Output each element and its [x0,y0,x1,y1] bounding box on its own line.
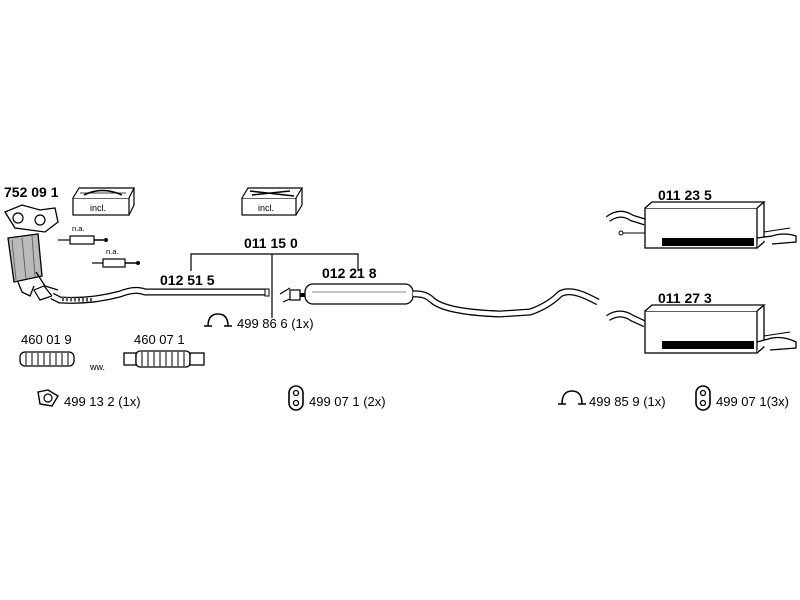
incl-box-middle [241,187,304,216]
hanger-center-label: 499 07 1 (2x) [309,394,386,409]
rear-silencer-b-label: 011 27 3 [658,290,712,306]
incl-label-left: incl. [90,203,106,213]
rear-silencer-a-label: 011 23 5 [658,187,712,203]
catalytic-converter-drawing [4,204,59,297]
clamp-center-label: 499 86 6 (1x) [237,316,314,331]
clamp-icon [204,313,232,327]
rear-silencer-b-drawing [606,304,797,354]
flex-pipe-right-drawing [123,350,205,368]
lambda-sensor-lower [92,258,140,268]
incl-label-middle: incl. [258,203,274,213]
gasket-icon [37,389,59,407]
lambda-sensor-upper [58,235,108,245]
flex-pipe-left-drawing [19,351,75,367]
gasket-left-label: 499 13 2 (1x) [64,394,141,409]
incl-box-left [72,187,135,216]
sensor-note-upper: n.a. [72,224,85,233]
front-pipe-drawing [33,285,270,304]
middle-silencer-label: 012 21 8 [322,265,377,281]
hanger-icon-center [288,385,304,411]
front-pipe-label: 012 51 5 [160,272,215,288]
flex-pipe-separator: ww. [89,362,105,372]
flex-pipe-right-label: 460 07 1 [134,332,185,347]
clamp-right-label: 499 85 9 (1x) [589,394,666,409]
assembly-set-label: 011 15 0 [244,235,298,251]
sensor-note-lower: n.a. [106,247,119,256]
assembly-bracket [190,253,359,318]
hanger-right-label: 499 07 1(3x) [716,394,789,409]
hanger-icon-right [695,385,711,411]
middle-silencer-drawing [279,283,600,318]
flex-pipe-left-label: 460 01 9 [21,332,72,347]
clamp-icon-right [558,390,586,405]
rear-silencer-a-drawing [605,201,797,249]
catalytic-converter-label: 752 09 1 [4,184,59,200]
